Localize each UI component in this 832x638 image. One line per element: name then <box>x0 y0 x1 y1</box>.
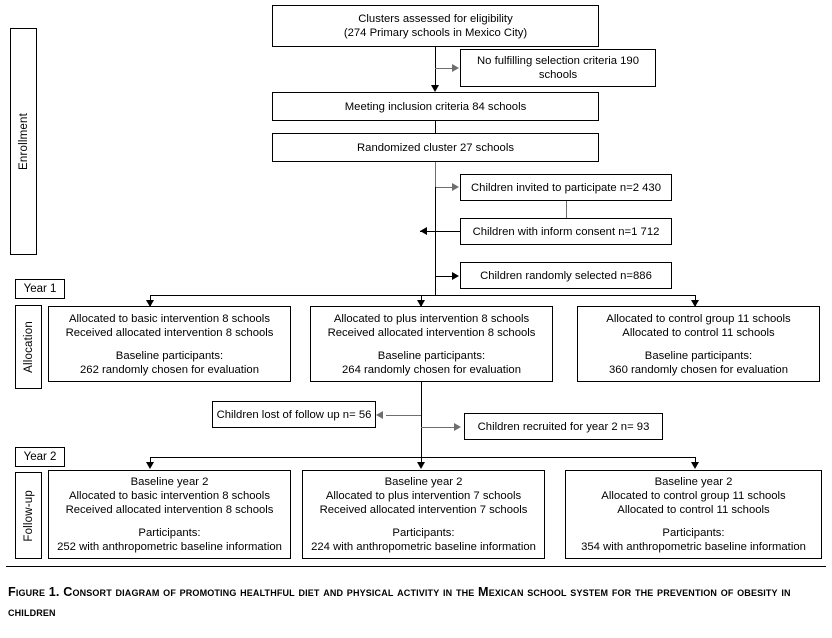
arrow-consent-to-trunk <box>420 226 427 235</box>
arrow-clusters-to-excluded <box>452 63 459 72</box>
arrow-randomized-to-invited <box>452 182 459 191</box>
arrow-split-left <box>145 300 154 307</box>
box-children-selected: Children randomly selected n=886 <box>460 262 672 289</box>
box-meeting-inclusion: Meeting inclusion criteria 84 schools <box>272 92 599 121</box>
connector-allocation-splitter <box>150 295 695 296</box>
box-excluded-schools: No fulfilling selection criteria 190 sch… <box>460 49 656 87</box>
connector-followup-splitter <box>150 457 695 458</box>
year-tag-1-text: Year 1 <box>23 283 57 295</box>
figure-caption: Figure 1. Consort diagram of promoting h… <box>8 585 791 619</box>
followup-basic-line3: Received allocated intervention 8 school… <box>65 504 274 516</box>
followup-plus-line1: Baseline year 2 <box>384 476 463 488</box>
allocation-basic-line2: Received allocated intervention 8 school… <box>65 326 274 339</box>
box-randomized-cluster: Randomized cluster 27 schools <box>272 133 599 162</box>
followup-basic-line4: Participants: <box>138 527 201 539</box>
stage-label-allocation-text: Allocation <box>22 321 35 373</box>
allocation-basic-line4: 262 randomly chosen for evaluation <box>80 363 259 376</box>
invited-line1: Children invited to participate n=2 430 <box>471 181 661 194</box>
caption-rule <box>6 566 826 567</box>
box-children-invited: Children invited to participate n=2 430 <box>460 174 672 201</box>
clusters-assessed-line2: (274 Primary schools in Mexico City) <box>343 27 528 39</box>
box-followup-basic: Baseline year 2 Allocated to basic inter… <box>48 470 291 559</box>
connector-branch-to-selected <box>435 276 453 277</box>
allocation-plus-line1: Allocated to plus intervention 8 schools <box>333 312 530 325</box>
connector-inclusion-to-randomized <box>435 121 436 133</box>
allocation-plus-line3: Baseline participants: <box>377 349 486 362</box>
connector-trunk-to-selected <box>435 187 436 276</box>
arrow-branch-to-selected <box>452 271 459 280</box>
stage-label-followup-text: Follow-up <box>22 489 35 542</box>
stage-label-allocation: Allocation <box>15 305 42 389</box>
followup-plus-line4: Participants: <box>392 527 455 539</box>
selected-line1: Children randomly selected n=886 <box>480 269 652 282</box>
connector-randomized-trunk <box>435 162 436 187</box>
connector-invited-to-consent <box>566 201 567 218</box>
excluded-line2: schools <box>538 69 578 81</box>
connector-fu-split-left <box>150 457 151 466</box>
connector-fu-split-mid <box>421 457 422 466</box>
box-children-lost: Children lost of follow up n= 56 <box>212 401 376 428</box>
year-tag-2: Year 2 <box>15 447 65 467</box>
consent-line1: Children with inform consent n=1 712 <box>472 225 660 238</box>
connector-allocation-mid-trunk <box>421 382 422 457</box>
connector-trunk-to-allocation <box>435 276 436 295</box>
followup-control-line2: Allocated to control group 11 schools <box>601 490 786 502</box>
arrow-clusters-to-inclusion <box>430 85 439 92</box>
lost-line1: Children lost of follow up n= 56 <box>216 408 372 421</box>
allocation-control-line1: Allocated to control group 11 schools <box>606 312 791 325</box>
allocation-control-line3: Baseline participants: <box>644 349 753 362</box>
connector-trunk-to-recruited <box>421 427 454 428</box>
stage-label-followup: Follow-up <box>15 472 42 559</box>
year-tag-2-text: Year 2 <box>23 451 57 463</box>
box-children-recruited: Children recruited for year 2 n= 93 <box>464 413 663 440</box>
followup-control-line3: Allocated to control 11 schools <box>617 504 770 516</box>
followup-control-line4: Participants: <box>662 527 725 539</box>
allocation-basic-line3: Baseline participants: <box>115 349 224 362</box>
arrow-fu-split-mid <box>416 462 425 469</box>
box-allocation-basic: Allocated to basic intervention 8 school… <box>48 306 291 382</box>
connector-trunk-to-lost <box>386 415 421 416</box>
followup-control-line5: 354 with anthropometric baseline informa… <box>581 541 806 553</box>
clusters-assessed-line1: Clusters assessed for eligibility <box>358 13 513 25</box>
arrow-trunk-to-recruited <box>454 422 461 431</box>
box-clusters-assessed: Clusters assessed for eligibility (274 P… <box>272 5 599 47</box>
arrow-split-mid <box>416 300 425 307</box>
allocation-plus-line2: Received allocated intervention 8 school… <box>327 326 536 339</box>
box-children-consent: Children with inform consent n=1 712 <box>460 218 672 245</box>
recruited-line1: Children recruited for year 2 n= 93 <box>477 420 650 433</box>
arrow-fu-split-right <box>690 462 699 469</box>
followup-plus-line2: Allocated to plus intervention 7 schools <box>325 490 522 502</box>
stage-label-enrollment: Enrollment <box>10 28 37 255</box>
arrow-fu-split-left <box>145 462 154 469</box>
allocation-basic-line1: Allocated to basic intervention 8 school… <box>69 312 270 325</box>
excluded-line1: No fulfilling selection criteria 190 <box>476 55 639 67</box>
followup-plus-line3: Received allocated intervention 7 school… <box>319 504 528 516</box>
stage-label-enrollment-text: Enrollment <box>17 113 30 170</box>
arrow-split-right <box>690 300 699 307</box>
randomized-line1: Randomized cluster 27 schools <box>357 141 514 154</box>
connector-clusters-to-excluded <box>435 68 453 69</box>
box-allocation-control: Allocated to control group 11 schools Al… <box>577 306 820 382</box>
followup-control-line1: Baseline year 2 <box>654 476 733 488</box>
followup-basic-line1: Baseline year 2 <box>130 476 209 488</box>
arrow-trunk-to-lost <box>376 410 383 419</box>
allocation-plus-line4: 264 randomly chosen for evaluation <box>342 363 521 376</box>
connector-clusters-to-inclusion <box>435 47 436 85</box>
allocation-control-line4: 360 randomly chosen for evaluation <box>609 363 788 376</box>
allocation-control-line2: Allocated to control 11 schools <box>622 326 775 339</box>
followup-basic-line5: 252 with anthropometric baseline informa… <box>57 541 282 553</box>
box-followup-plus: Baseline year 2 Allocated to plus interv… <box>302 470 545 559</box>
year-tag-1: Year 1 <box>15 279 65 299</box>
connector-randomized-to-invited <box>435 187 453 188</box>
followup-basic-line2: Allocated to basic intervention 8 school… <box>69 490 270 502</box>
followup-plus-line5: 224 with anthropometric baseline informa… <box>311 541 536 553</box>
box-allocation-plus: Allocated to plus intervention 8 schools… <box>310 306 553 382</box>
box-followup-control: Baseline year 2 Allocated to control gro… <box>565 470 822 559</box>
connector-fu-split-right <box>695 457 696 466</box>
meeting-inclusion-line1: Meeting inclusion criteria 84 schools <box>344 100 527 113</box>
connector-consent-to-trunk <box>420 231 460 232</box>
